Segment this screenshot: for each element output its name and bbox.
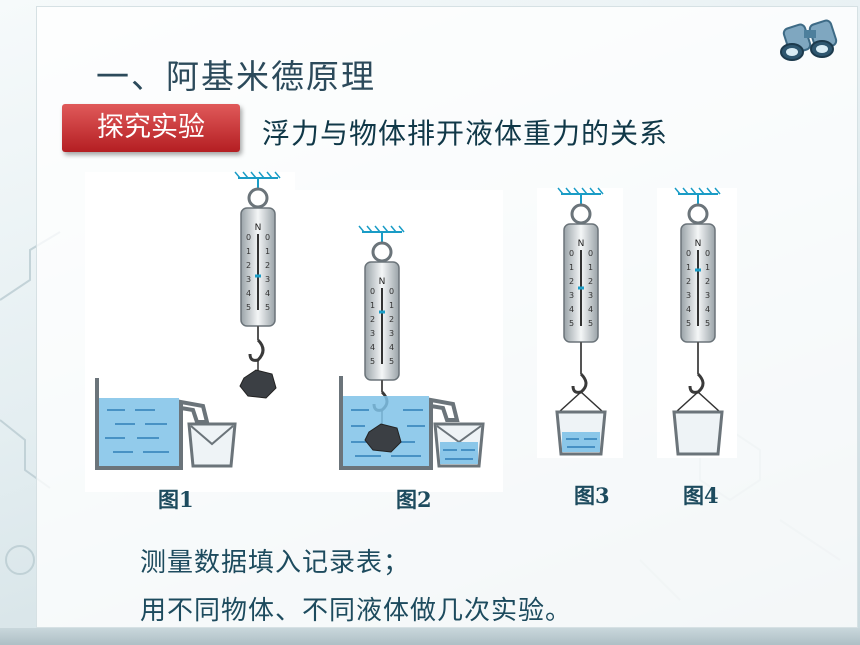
svg-text:5: 5 xyxy=(588,319,593,328)
svg-text:1: 1 xyxy=(588,263,593,272)
figure1-spring-scale: N 0 0 1 1 2 2 3 3 4 4 5 5 xyxy=(233,170,282,399)
svg-text:0: 0 xyxy=(705,249,710,258)
svg-text:4: 4 xyxy=(569,305,574,314)
svg-text:5: 5 xyxy=(246,303,251,312)
svg-text:3: 3 xyxy=(588,291,593,300)
svg-text:0: 0 xyxy=(569,249,574,258)
svg-text:2: 2 xyxy=(569,277,574,286)
svg-text:5: 5 xyxy=(569,319,574,328)
svg-text:1: 1 xyxy=(705,263,710,272)
svg-text:1: 1 xyxy=(569,263,574,272)
svg-text:0: 0 xyxy=(389,287,394,296)
svg-text:1: 1 xyxy=(686,263,691,272)
svg-text:5: 5 xyxy=(389,357,394,366)
svg-text:3: 3 xyxy=(569,291,574,300)
binoculars-icon xyxy=(780,19,838,61)
svg-text:4: 4 xyxy=(389,343,394,352)
slide-title: 一、阿基米德原理 xyxy=(96,57,376,96)
svg-text:1: 1 xyxy=(389,301,394,310)
svg-text:0: 0 xyxy=(370,287,375,296)
svg-text:5: 5 xyxy=(686,319,691,328)
svg-text:2: 2 xyxy=(705,277,710,286)
svg-text:3: 3 xyxy=(705,291,710,300)
svg-text:4: 4 xyxy=(705,305,710,314)
svg-text:5: 5 xyxy=(705,319,710,328)
svg-text:N: N xyxy=(695,239,702,249)
svg-text:4: 4 xyxy=(588,305,593,314)
figure4-spring-scale: N 0 0 1 1 2 2 3 3 4 4 5 5 xyxy=(672,186,724,456)
svg-text:0: 0 xyxy=(686,249,691,258)
svg-text:0: 0 xyxy=(265,233,270,242)
svg-text:0: 0 xyxy=(588,249,593,258)
svg-text:4: 4 xyxy=(246,289,251,298)
bottom-frame xyxy=(0,628,860,645)
svg-text:N: N xyxy=(379,277,386,287)
svg-text:1: 1 xyxy=(370,301,375,310)
svg-text:2: 2 xyxy=(686,277,691,286)
svg-text:3: 3 xyxy=(686,291,691,300)
svg-text:1: 1 xyxy=(246,247,251,256)
figure2-bucket-with-water xyxy=(433,422,485,468)
svg-text:3: 3 xyxy=(389,329,394,338)
figure2-label: 图2 xyxy=(396,487,432,512)
svg-text:2: 2 xyxy=(588,277,593,286)
svg-text:2: 2 xyxy=(265,261,270,270)
svg-text:2: 2 xyxy=(389,315,394,324)
svg-text:0: 0 xyxy=(246,233,251,242)
experiment-badge: 探究实验 xyxy=(62,104,240,152)
figure2-overflow-beaker xyxy=(339,376,460,470)
svg-text:3: 3 xyxy=(370,329,375,338)
figure1-empty-bucket xyxy=(187,422,237,468)
instruction-line-2: 用不同物体、不同液体做几次实验。 xyxy=(140,596,573,626)
instruction-line-1: 测量数据填入记录表； xyxy=(140,548,411,578)
figure4-label: 图4 xyxy=(683,483,719,508)
svg-text:3: 3 xyxy=(265,275,270,284)
svg-text:2: 2 xyxy=(246,261,251,270)
svg-text:3: 3 xyxy=(246,275,251,284)
experiment-subtitle: 浮力与物体排开液体重力的关系 xyxy=(262,117,669,150)
figure1-label: 图1 xyxy=(158,487,194,512)
svg-text:5: 5 xyxy=(370,357,375,366)
svg-text:N: N xyxy=(578,239,585,249)
figure1-overflow-beaker xyxy=(95,378,210,470)
svg-text:4: 4 xyxy=(686,305,691,314)
svg-text:5: 5 xyxy=(265,303,270,312)
svg-text:1: 1 xyxy=(265,247,270,256)
svg-text:4: 4 xyxy=(370,343,375,352)
figure3-spring-scale: N 0 0 1 1 2 2 3 3 4 4 5 5 xyxy=(555,186,607,456)
figure3-label: 图3 xyxy=(574,483,610,508)
svg-text:4: 4 xyxy=(265,289,270,298)
experiment-figure: N 0 0 1 1 2 2 3 3 4 4 5 5 xyxy=(85,170,737,492)
svg-text:2: 2 xyxy=(370,315,375,324)
svg-text:N: N xyxy=(255,223,262,233)
